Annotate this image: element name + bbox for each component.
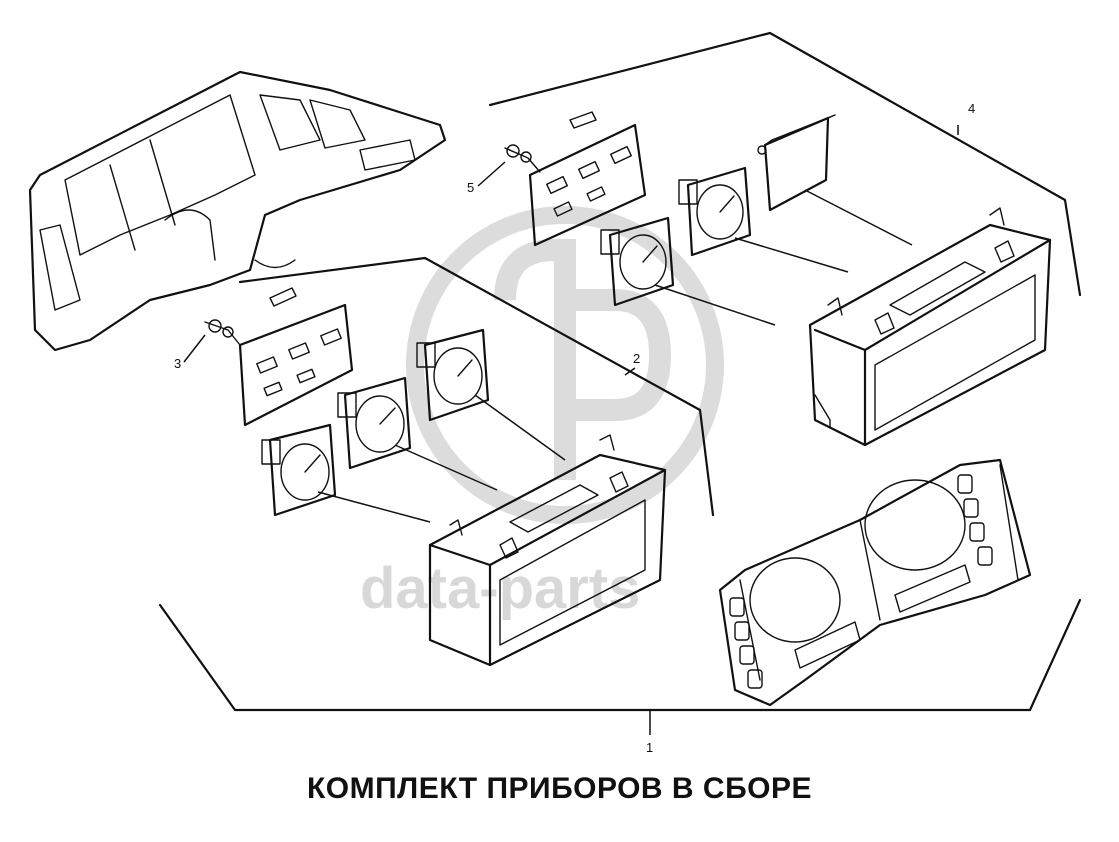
switch-panel-upper xyxy=(504,111,647,247)
callout-3: 3 xyxy=(174,356,181,371)
control-knob-lower-1 xyxy=(261,423,337,517)
control-knob-lower-2 xyxy=(337,376,412,470)
diagram-title: КОМПЛЕКТ ПРИБОРОВ В СБОРЕ xyxy=(306,772,813,805)
callout-2: 2 xyxy=(633,351,640,366)
control-knob-upper-1 xyxy=(600,216,675,307)
display-module xyxy=(757,114,836,212)
callout-4: 4 xyxy=(968,101,975,116)
knob-leader-lines-upper xyxy=(654,189,913,326)
switch-panel-lower xyxy=(204,287,354,427)
control-housing-lower xyxy=(428,434,667,667)
dashboard-outline xyxy=(28,70,447,352)
knob-leader-lines-lower xyxy=(317,394,566,523)
control-housing-upper xyxy=(808,207,1052,447)
callout-1: 1 xyxy=(646,740,653,755)
assembly-bracket xyxy=(158,31,1082,735)
control-knob-lower-3 xyxy=(416,328,490,422)
callouts: 1 2 3 4 5 xyxy=(174,101,975,755)
control-knob-upper-2 xyxy=(678,166,752,257)
callout-5: 5 xyxy=(467,180,474,195)
gauge-bezel xyxy=(718,458,1032,707)
